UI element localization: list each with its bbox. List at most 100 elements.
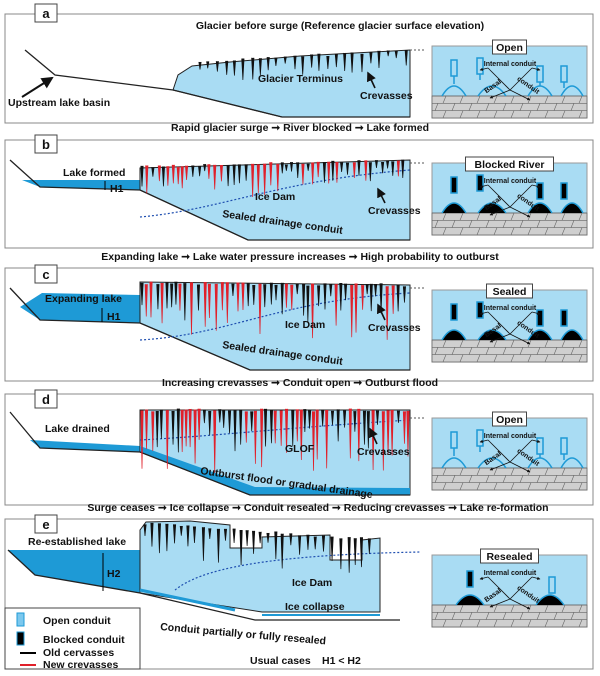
old-crevasse: [251, 57, 255, 80]
old-crevasse: [274, 531, 278, 560]
blocked-internal-conduit: [450, 303, 458, 321]
label-lake-formed: Lake formed: [63, 167, 125, 179]
crevasse-arrow-a: [367, 71, 376, 89]
old-crevasse: [295, 283, 299, 295]
blocked-basal-conduit: [455, 594, 485, 606]
blocked-basal-conduit: [527, 202, 553, 214]
blocked-basal-conduit: [535, 594, 565, 606]
label-crevasses-a: Crevasses: [360, 90, 413, 102]
old-crevasse: [291, 410, 295, 447]
old-crevasse: [331, 160, 335, 181]
new-crevasse: [193, 409, 197, 464]
panel-d-letter: d: [34, 389, 58, 409]
new-crevasse: [335, 161, 339, 183]
old-crevasse: [172, 524, 177, 544]
old-crevasse: [347, 537, 351, 573]
old-crevasse: [216, 528, 220, 563]
new-crevasse: [402, 411, 406, 444]
new-crevasse: [364, 160, 368, 181]
legend-old-crevasses: Old cervasses: [43, 647, 114, 659]
new-crevasse: [258, 283, 262, 335]
panel-a-letter: a: [34, 3, 58, 23]
internal-conduit-label: Internal conduit: [484, 433, 537, 440]
blocked-basal-conduit: [560, 329, 584, 341]
old-crevasse: [258, 531, 262, 544]
blocked-internal-conduit: [536, 182, 544, 200]
drainage-conduit-e: [174, 551, 421, 591]
open-basal-conduit: [441, 85, 467, 97]
old-crevasse: [222, 410, 226, 428]
label-h2: H2: [107, 568, 121, 580]
old-crevasse: [266, 57, 270, 71]
old-crevasse: [171, 410, 175, 445]
crevasses-b: [140, 159, 405, 197]
svg-text:Resealed: Resealed: [486, 551, 532, 563]
old-crevasse: [233, 410, 237, 452]
new-crevasse: [188, 408, 192, 448]
old-crevasse: [183, 283, 187, 321]
new-crevasse: [145, 165, 149, 194]
ground-line-b: [9, 159, 410, 241]
new-crevasse: [311, 283, 315, 339]
blocked-basal-conduit: [441, 329, 467, 341]
label-h1-h2-compare: H1 < H2: [322, 655, 361, 667]
old-crevasse: [313, 536, 317, 550]
new-crevasse: [352, 162, 356, 179]
old-crevasse: [215, 61, 219, 72]
new-crevasse: [269, 162, 273, 186]
old-crevasse: [239, 409, 243, 445]
ground-line-c: [9, 287, 410, 371]
new-crevasse: [256, 164, 260, 194]
old-crevasse: [280, 282, 284, 315]
old-crevasse: [232, 60, 236, 76]
new-crevasse: [334, 284, 338, 326]
panel-c-letter: c: [34, 264, 58, 284]
old-crevasse: [202, 409, 206, 424]
new-crevasse: [316, 161, 320, 178]
old-crevasse: [191, 165, 195, 177]
old-crevasse: [396, 410, 400, 423]
legend-open-conduit-swatch: [16, 612, 25, 627]
old-crevasse: [208, 411, 212, 436]
panel-b-title: Rapid glacier surge ➞ River blocked ➞ La…: [171, 122, 429, 134]
new-crevasse: [396, 160, 400, 177]
new-crevasse: [325, 410, 329, 469]
old-crevasse: [198, 61, 202, 70]
old-crevasse: [298, 535, 302, 555]
legend-open-conduit: Open conduit: [43, 615, 111, 627]
old-crevasse: [365, 284, 369, 295]
panel-e-letter: e: [34, 514, 58, 534]
lake-e: [8, 550, 140, 593]
new-crevasse: [295, 409, 299, 442]
crevasse-arrow-b: [377, 187, 386, 204]
old-crevasse: [329, 283, 333, 297]
open-basal-conduit: [560, 85, 584, 97]
old-crevasse: [339, 282, 343, 311]
new-crevasse: [301, 163, 305, 185]
old-crevasse: [201, 527, 205, 561]
old-crevasse: [310, 54, 314, 68]
old-crevasse: [227, 410, 232, 434]
internal-conduit-label: Internal conduit: [484, 570, 537, 577]
svg-text:d: d: [42, 392, 50, 407]
old-crevasse: [303, 409, 307, 432]
old-crevasse: [196, 284, 201, 311]
old-crevasse: [296, 162, 300, 179]
crevasses-c: [140, 281, 407, 340]
new-crevasse: [166, 166, 170, 186]
new-crevasse: [284, 283, 288, 308]
label-glof: GLOF: [285, 443, 315, 455]
old-crevasse: [186, 525, 190, 547]
label-ice-dam-b: Ice Dam: [255, 191, 295, 203]
old-crevasse: [155, 410, 159, 448]
old-crevasse: [360, 53, 364, 73]
label-usual-cases: Usual cases: [250, 655, 311, 667]
new-crevasse: [165, 410, 169, 469]
old-crevasse: [401, 159, 405, 179]
new-crevasse: [381, 411, 385, 471]
old-crevasse: [218, 409, 222, 423]
old-crevasse: [302, 283, 306, 316]
new-crevasse: [385, 286, 389, 340]
